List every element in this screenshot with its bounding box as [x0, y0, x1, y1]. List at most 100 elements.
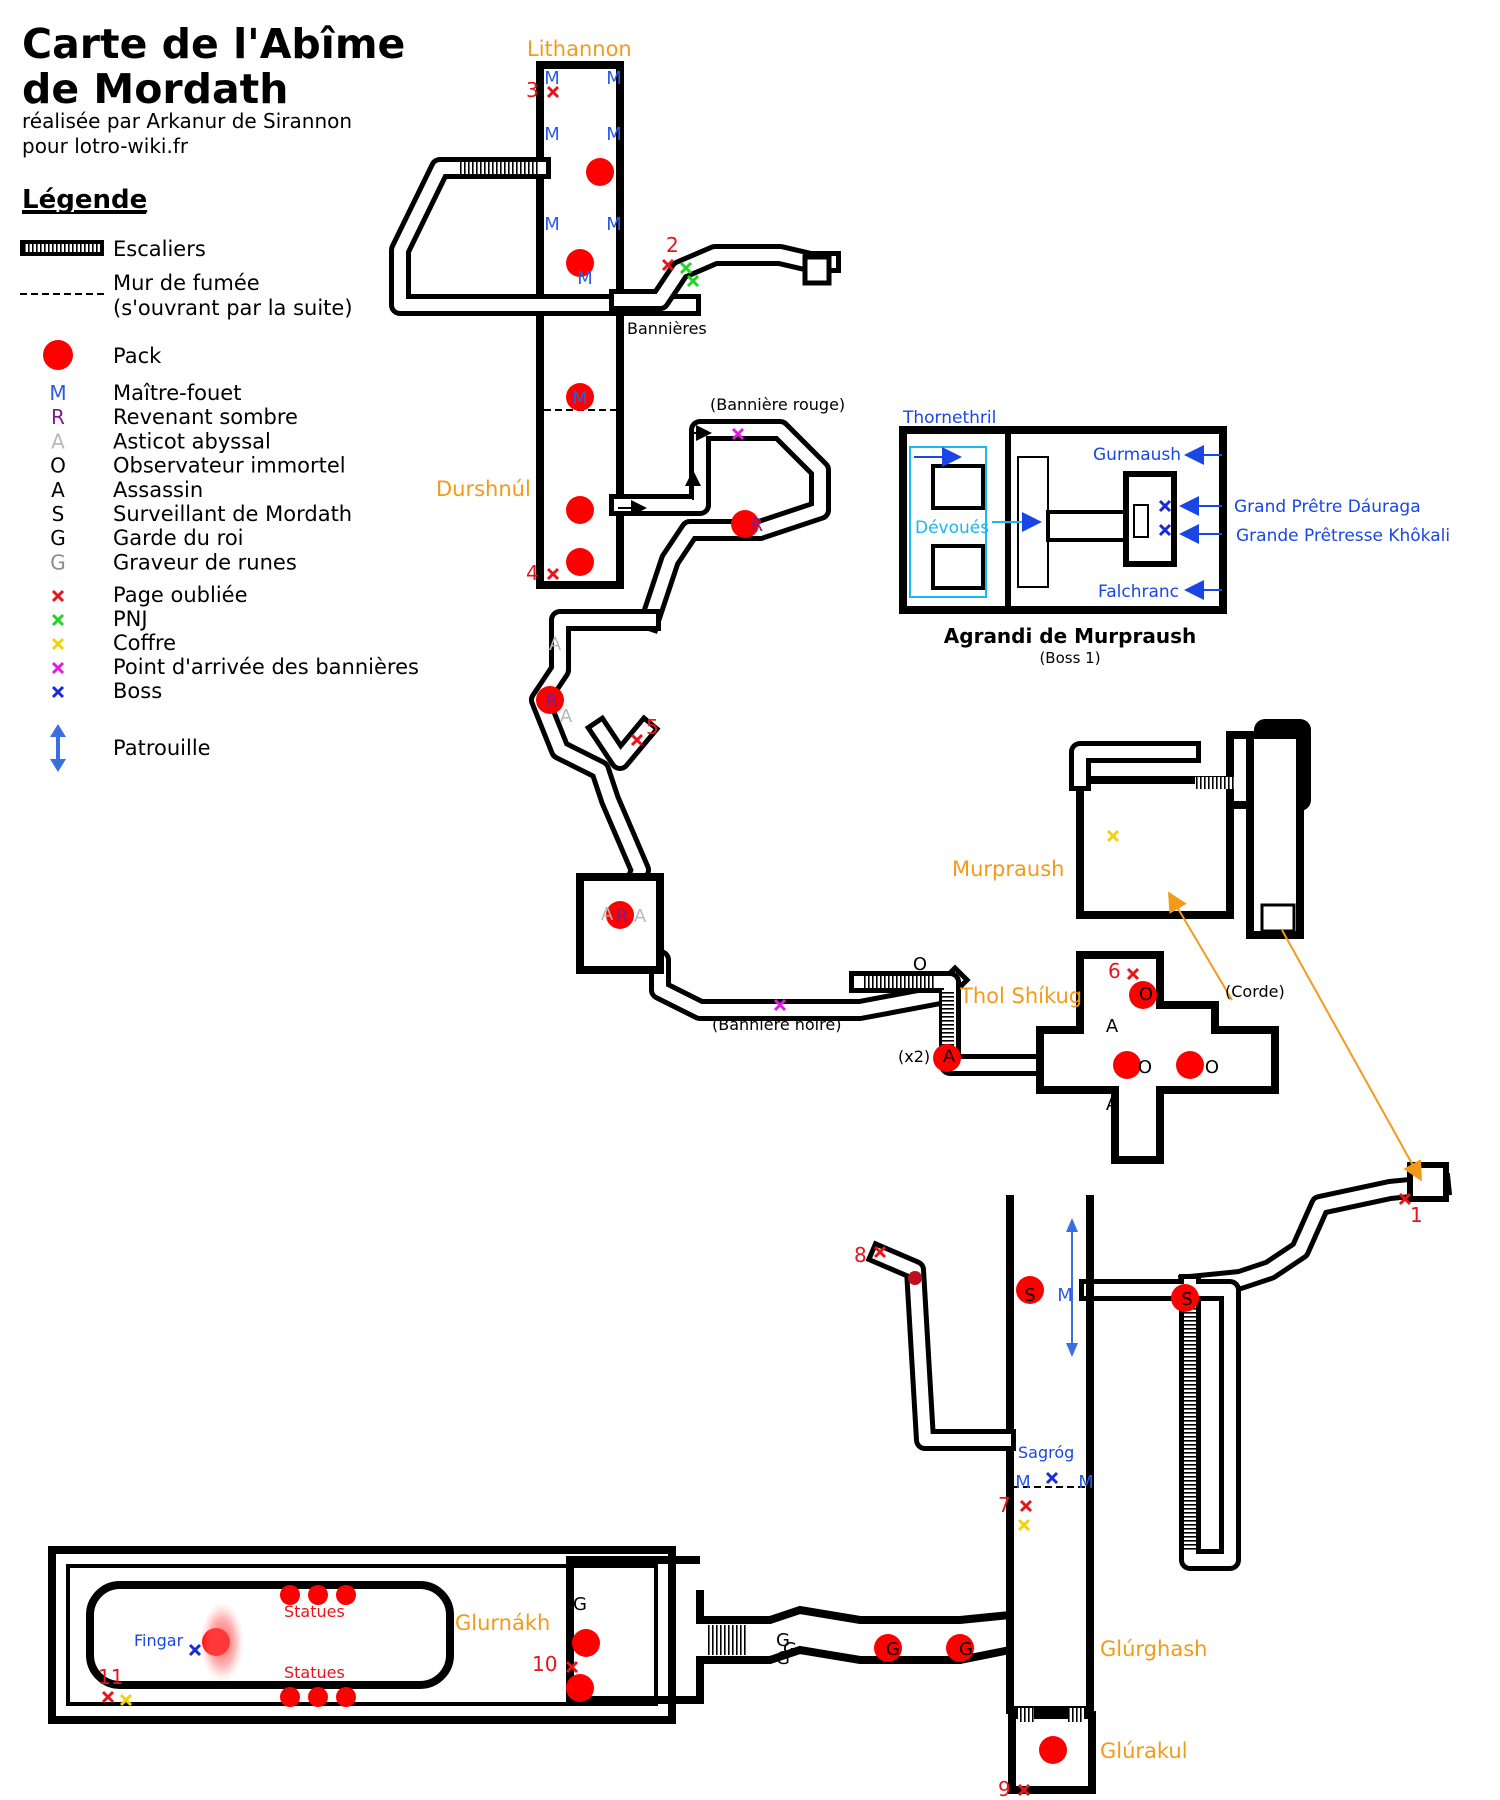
label-banniere-noire: (Bannière noire) [712, 1015, 841, 1034]
statue-dot [336, 1687, 356, 1707]
place-lithannon: Lithannon [527, 37, 632, 61]
legend-symbol: S [52, 502, 65, 526]
page-number: 8 [854, 1243, 867, 1267]
mob-letter: M [1015, 1472, 1031, 1493]
mob-letter: G [776, 1648, 790, 1669]
mob-letter: M [544, 68, 560, 89]
x-marker-icon [630, 733, 644, 747]
place-murpraush: Murpraush [952, 857, 1064, 881]
legend-symbol: R [51, 405, 65, 429]
legend-pack-dot [43, 340, 73, 370]
page-number: 11 [98, 1665, 123, 1689]
legend-entry-label: Asticot abyssal [113, 429, 271, 453]
entrance-link-arrow [1281, 929, 1422, 1182]
mob-letter: R [616, 906, 629, 927]
page-number: 4 [526, 561, 539, 585]
mob-letter: M [1078, 1472, 1094, 1493]
legend-symbol: G [50, 526, 66, 550]
stairs-patches [460, 162, 1235, 1722]
pack-dot [1176, 1051, 1204, 1079]
legend-symbol: A [51, 429, 65, 453]
x-marker-icon [679, 261, 693, 275]
pack-dot [566, 249, 594, 277]
map-title-line2: de Mordath [22, 65, 288, 113]
page-number: 5 [646, 715, 659, 739]
legend-x-icon [51, 637, 65, 651]
mob-letter: R [751, 515, 764, 536]
inset-devoues: Dévoués [915, 518, 989, 538]
legend-entry-label: Surveillant de Mordath [113, 502, 352, 526]
legend-x-icon [51, 613, 65, 627]
mob-letter: A [634, 906, 647, 927]
legend-marker-label: PNJ [113, 607, 148, 631]
page-number: 1 [1410, 1203, 1423, 1227]
x-marker-icon [1017, 1518, 1031, 1532]
x-markers [101, 85, 1412, 1797]
mob-letter: M [544, 214, 560, 235]
inset-gurmaush: Gurmaush [1093, 445, 1181, 465]
mob-letter: O [1138, 1057, 1152, 1078]
page-number: 2 [666, 233, 679, 257]
inset-murpraush [899, 426, 1227, 614]
x-marker-icon [1019, 1499, 1033, 1513]
label-fingar: Fingar [134, 1631, 184, 1650]
legend-entry-label: Maître-fouet [113, 381, 241, 405]
mob-letter: A [943, 1046, 956, 1067]
legend-symbol: O [50, 454, 66, 478]
pack-dot [1129, 981, 1157, 1009]
inset-grand-pretre: Grand Prêtre Dáuraga [1234, 497, 1421, 517]
legend-heading: Légende [22, 185, 147, 215]
mob-letter: G [783, 1639, 797, 1660]
x-marker-icon [546, 85, 560, 99]
label-banniere-rouge: (Bannière rouge) [710, 395, 845, 414]
legend-x-icon [51, 685, 65, 699]
x-marker-icon [188, 1643, 202, 1657]
legend-stairs-swatch [20, 240, 104, 256]
legend-entry-label: Assassin [113, 478, 203, 502]
page-number: 7 [998, 1493, 1011, 1517]
place-glurakul: Glúrakul [1100, 1739, 1188, 1763]
legend-entry-label: Garde du roi [113, 526, 244, 550]
mob-letter: S [1181, 1289, 1192, 1310]
pack-dot [933, 1044, 961, 1072]
legend-symbol: G [50, 550, 66, 574]
mob-letter: M [577, 268, 593, 289]
mob-letter: M [572, 388, 588, 409]
x-marker-icon [1017, 1783, 1031, 1797]
x-marker-icon [1126, 967, 1140, 981]
x-marker-icon [873, 1245, 887, 1259]
mob-letter: A [1106, 1094, 1119, 1115]
statue-dot [308, 1585, 328, 1605]
mob-letter: G [776, 1630, 790, 1651]
rope-arrow [1167, 891, 1233, 1001]
x-marker-icon [1398, 1192, 1412, 1206]
place-glurnakh: Glurnákh [455, 1611, 550, 1635]
x-marker-icon [661, 258, 675, 272]
mob-letter: A [1106, 1016, 1119, 1037]
pack-dot [946, 1634, 974, 1662]
label-statues-bottom: Statues [284, 1663, 345, 1682]
statue-dot [280, 1585, 300, 1605]
page-number: 6 [1108, 959, 1121, 983]
legend-marker-label: Boss [113, 679, 162, 703]
credit-line1: réalisée par Arkanur de Sirannon [22, 109, 352, 133]
legend-x-icon [51, 589, 65, 603]
x-marker-icon [686, 274, 700, 288]
statue-dot [336, 1585, 356, 1605]
legend-patrol-label: Patrouille [113, 736, 211, 760]
page-number: 3 [526, 78, 539, 102]
pack-dot [566, 1674, 594, 1702]
label-sagrog: Sagróg [1018, 1443, 1074, 1462]
pack-dot [1113, 1051, 1141, 1079]
pack-dot-small [908, 1271, 922, 1285]
page-number: 10 [532, 1652, 557, 1676]
label-statues-top: Statues [284, 1602, 345, 1621]
legend-smoke-wall-label: Mur de fumée [113, 271, 260, 295]
mob-letter: R [546, 691, 559, 712]
statue-dot [308, 1687, 328, 1707]
legend-entry-label: Observateur immortel [113, 454, 346, 478]
